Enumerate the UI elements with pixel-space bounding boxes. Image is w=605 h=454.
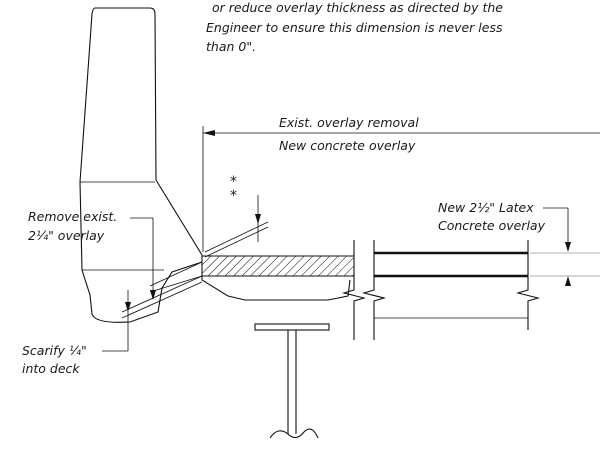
remove-exist-label-line-2: 2¼" overlay [28, 228, 105, 243]
steel-girder [254, 323, 330, 439]
asterisk-arrow [255, 214, 261, 224]
remove-slope-lower [149, 275, 203, 293]
sloped-line-lower [204, 226, 269, 258]
latex-overlay-callout: New 2½" Latex Concrete overlay [438, 200, 600, 286]
new-latex-label-line-2: Concrete overlay [438, 218, 546, 233]
general-note: or reduce overlay thickness as directed … [206, 0, 503, 54]
scarify-label-line-1: Scarify ¼" [22, 343, 87, 358]
break-line-left [341, 240, 367, 340]
exist-overlay-removal-label: Exist. overlay removal [279, 115, 419, 130]
new-concrete-overlay-label: New concrete overlay [279, 138, 416, 153]
overlay-extent-dimension: Exist. overlay removal New concrete over… [202, 115, 600, 252]
latex-arrow-bottom [565, 276, 571, 286]
latex-arrow-top [565, 242, 571, 252]
note-line-2: Engineer to ensure this dimension is nev… [206, 20, 503, 35]
dimension-arrow [203, 130, 215, 136]
remove-arrow [150, 290, 156, 300]
scarify-slope-lower [121, 281, 203, 319]
asterisk-mark-lower: * [230, 188, 237, 204]
scarify-callout: Scarify ¼" into deck [22, 275, 203, 376]
note-line-3: than 0". [206, 39, 256, 54]
remove-exist-label-line-1: Remove exist. [28, 209, 117, 224]
asterisk-mark-top: * [230, 174, 237, 190]
concrete-barrier [79, 7, 203, 323]
break-line-right [515, 240, 541, 330]
girder-break-symbol [269, 428, 319, 439]
remove-overlay-callout: Remove exist. 2¼" overlay [28, 209, 203, 300]
note-line-1: or reduce overlay thickness as directed … [212, 0, 503, 15]
new-latex-label-line-1: New 2½" Latex [438, 200, 534, 215]
deck-edge-outline [201, 262, 351, 301]
asterisk-callout: * ** * [204, 174, 269, 258]
scarify-slope-upper [121, 275, 203, 313]
girder-top-flange [254, 323, 330, 331]
scarify-arrow [125, 302, 131, 312]
remove-slope-upper [149, 261, 203, 287]
break-line-mid [361, 240, 387, 340]
scarify-label-line-2: into deck [22, 361, 80, 376]
sloped-line-upper [204, 221, 269, 253]
deck-section [201, 240, 541, 340]
hatched-overlay-removal-zone [201, 255, 355, 277]
barrier-outline [79, 7, 203, 323]
